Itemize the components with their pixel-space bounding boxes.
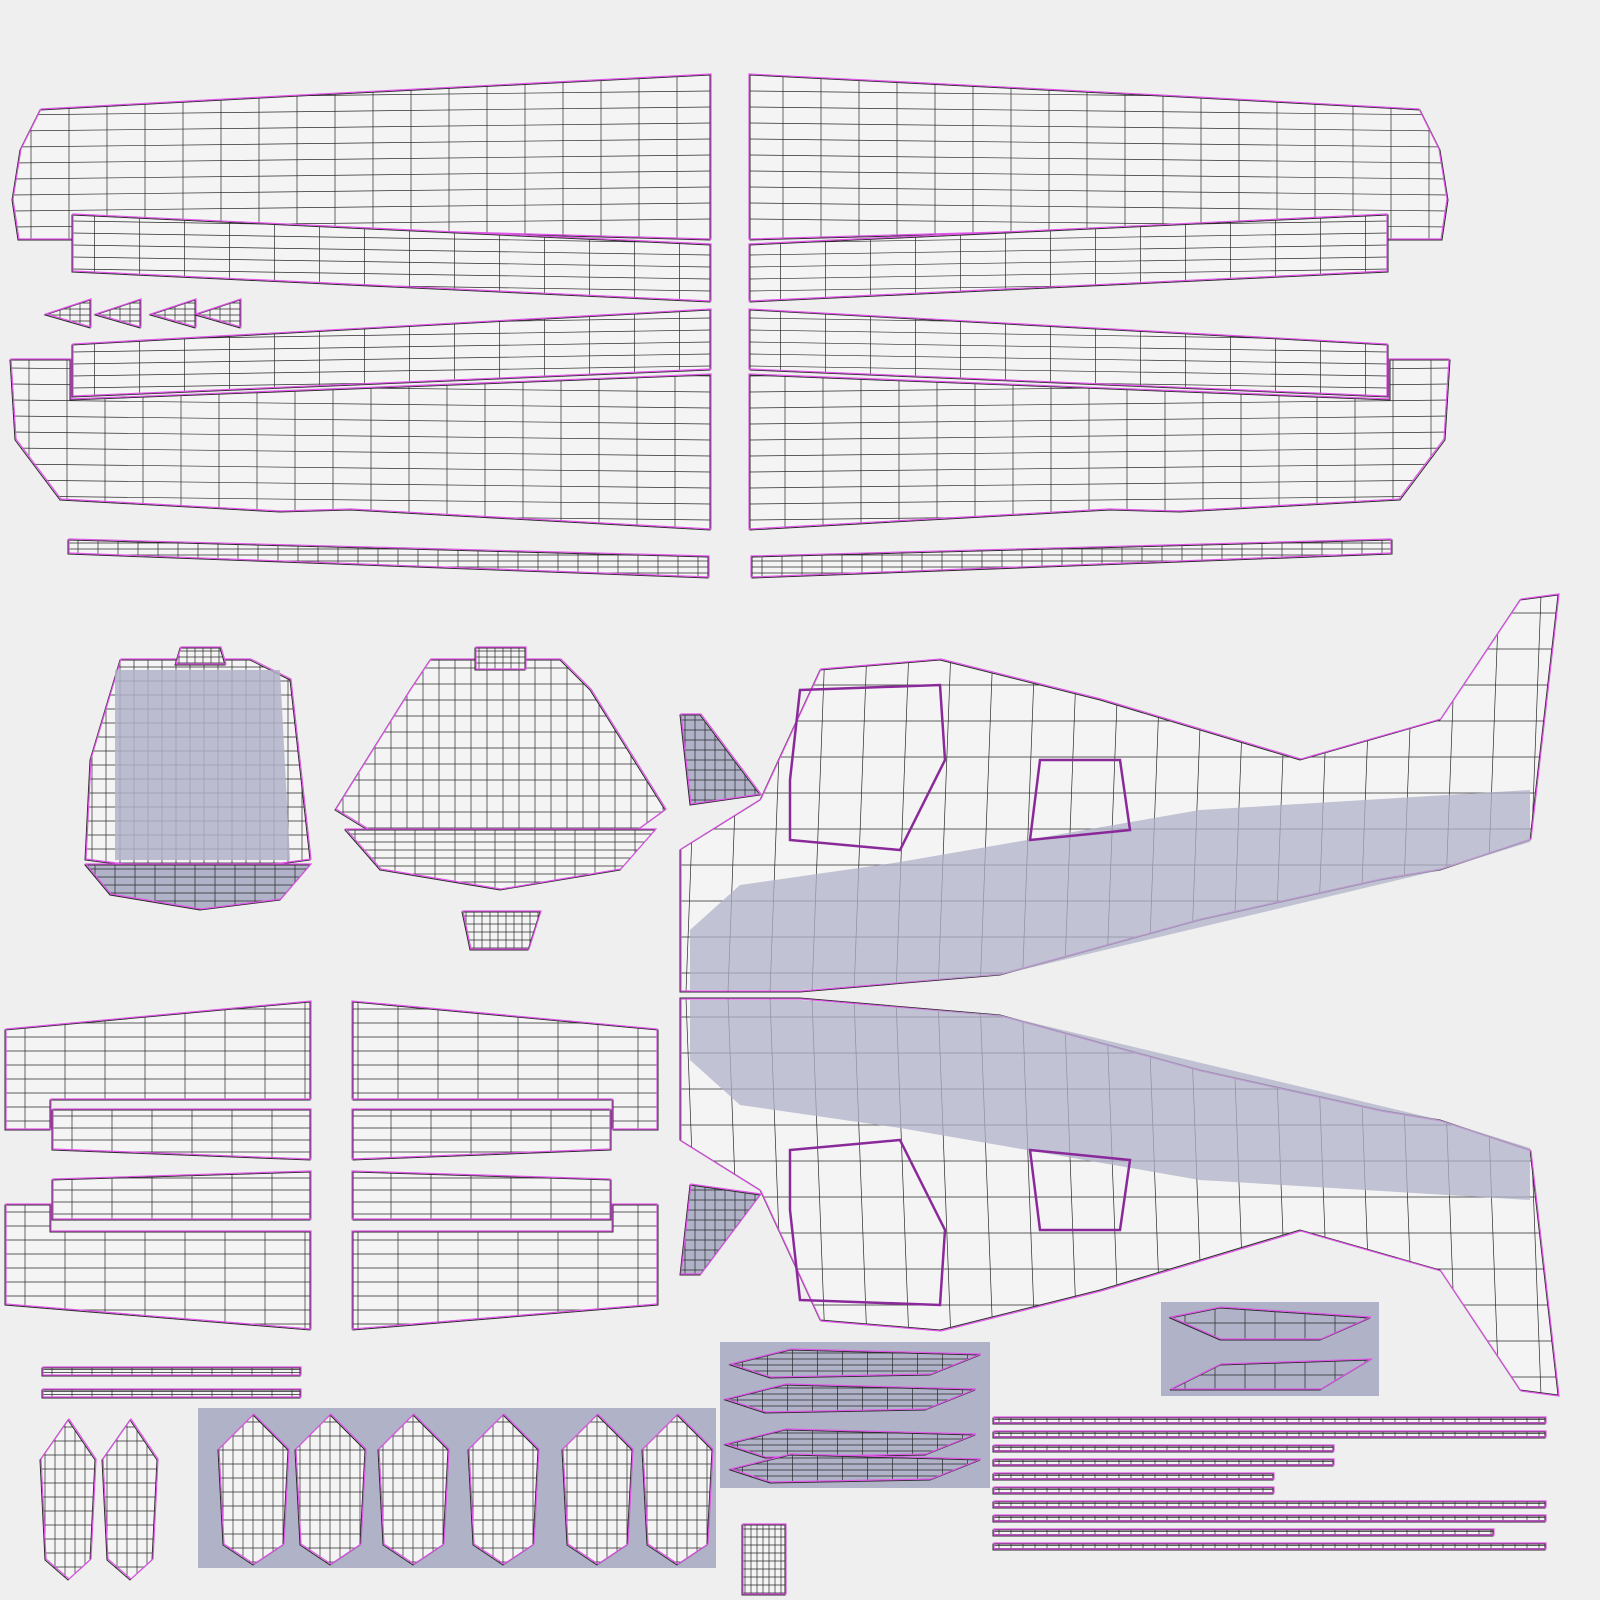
nose-fairing-upper [679, 713, 763, 806]
uv-islands [4, 73, 1560, 1596]
window-rear-lower [1028, 1148, 1132, 1232]
cowling-right-ring [343, 828, 658, 891]
mesh-wireframe [353, 1110, 611, 1160]
antenna-strip [41, 1388, 302, 1399]
gear-fairing [641, 1413, 714, 1566]
wing-small-piece [43, 298, 92, 329]
elevator-upper-right [351, 1108, 612, 1161]
trim-strip [992, 1500, 1547, 1509]
nose-fairing-lower [679, 1183, 763, 1276]
elevator-lower-right [351, 1170, 612, 1221]
window-front-upper [788, 683, 947, 852]
strut-fairing [728, 1453, 982, 1484]
stabilizer-upper-left [4, 1000, 312, 1131]
wing-small-piece [193, 298, 242, 329]
antenna-strip [41, 1366, 302, 1377]
cowling-top [174, 646, 227, 666]
trim-strip [992, 1472, 1275, 1481]
fuselage-shade [690, 790, 1530, 990]
exhaust-piece [741, 1523, 787, 1596]
cowling-top-2 [474, 646, 527, 671]
left-wing-upper-panel [11, 73, 712, 241]
wing-small-piece [148, 298, 197, 329]
trim-strip [992, 1528, 1495, 1537]
elevator-lower-left [51, 1170, 312, 1221]
cowling-left-ring [83, 863, 313, 911]
strut-fairing [728, 1348, 982, 1379]
trim-strip [992, 1542, 1547, 1551]
wheel-pant [39, 1417, 97, 1581]
window-front-lower [788, 1138, 947, 1307]
spinner-panel [461, 910, 542, 951]
trim-strip [992, 1514, 1547, 1523]
wheel-fairing-lower [1169, 1358, 1374, 1391]
wing-small-piece [93, 298, 142, 329]
mesh-wireframe [742, 1525, 785, 1595]
right-wing-strip [750, 538, 1393, 579]
trim-strip [992, 1458, 1335, 1467]
stabilizer-lower-left [4, 1203, 312, 1331]
fuselage-shade [690, 1000, 1530, 1200]
cowling-shade [115, 670, 290, 860]
left-wing-strip [67, 538, 710, 579]
trim-strip [992, 1444, 1335, 1453]
wheel-pant [101, 1417, 159, 1581]
window-rear-upper [1028, 758, 1132, 842]
right-wing-upper-panel [748, 73, 1449, 241]
trim-strip [992, 1486, 1275, 1495]
gear-fairing [561, 1413, 634, 1566]
strut-fairing [723, 1383, 977, 1414]
mesh-wireframe [175, 648, 225, 665]
elevator-upper-left [51, 1108, 312, 1161]
gear-fairing [217, 1413, 290, 1566]
strut-fairing [723, 1428, 977, 1459]
stabilizer-lower-right [351, 1203, 659, 1331]
trim-strip [992, 1430, 1547, 1439]
trim-strip [992, 1416, 1547, 1425]
